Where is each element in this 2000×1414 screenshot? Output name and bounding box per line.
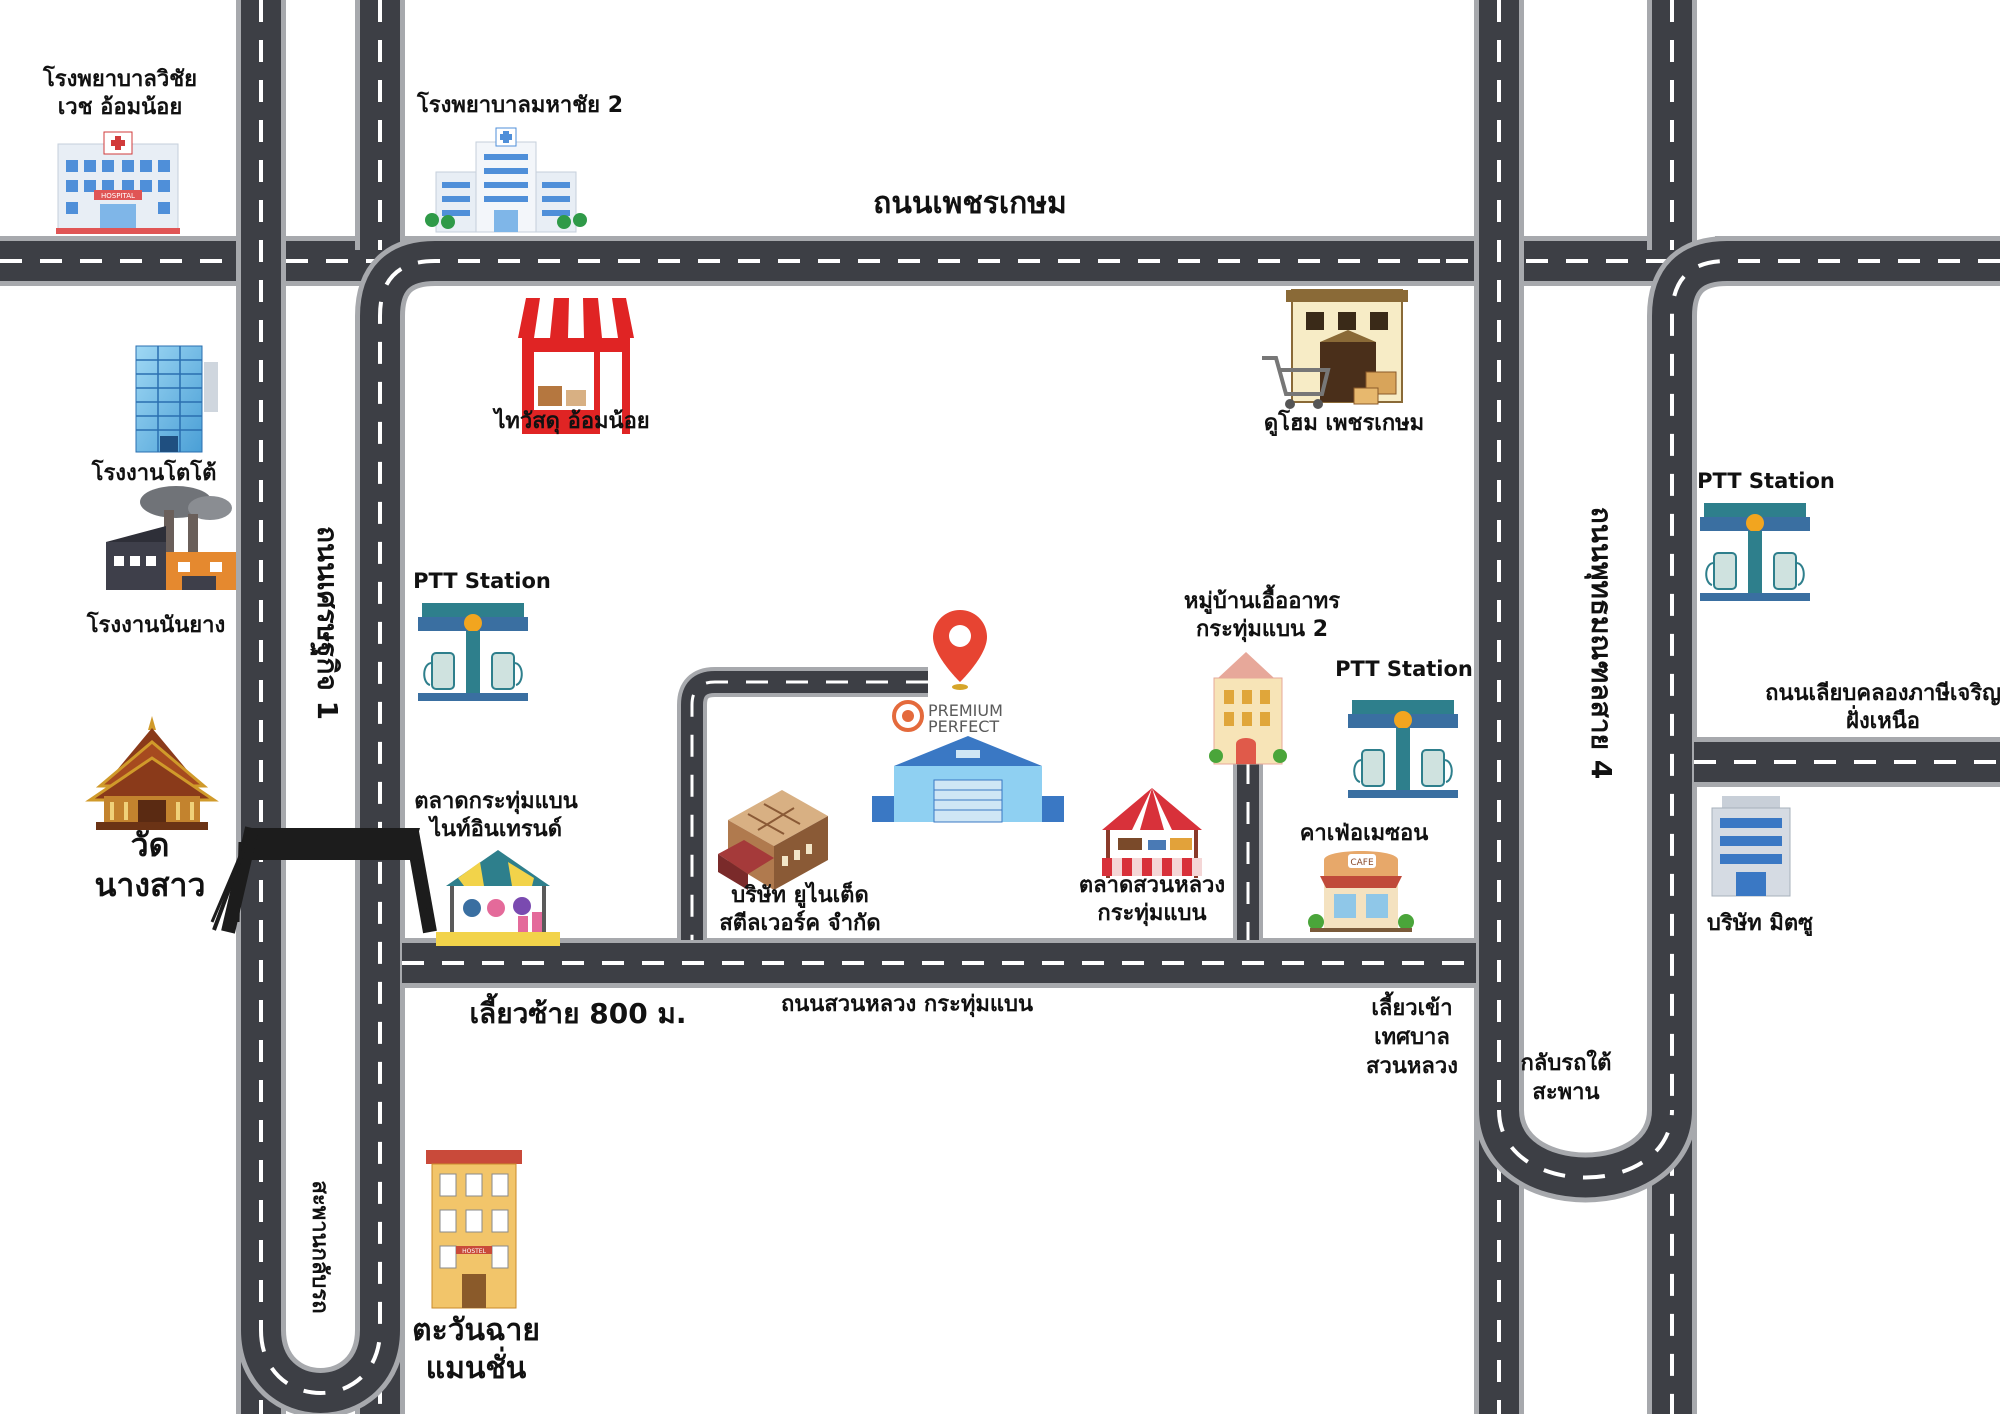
text-line: PREMIUM (928, 701, 1003, 720)
text-line: กระทุ่มแบน (1097, 901, 1206, 927)
company-building-icon (718, 790, 828, 890)
text-line: ฝั่งเหนือ (1846, 704, 1920, 734)
text-line: กระทุ่มแบน 2 (1196, 617, 1328, 643)
office-building-icon (1711, 796, 1791, 897)
label-thaiwatsadu: ไทวัสดุ อ้อมน้อย (492, 407, 649, 435)
office-building-icon (135, 345, 218, 453)
road-label-liap-khlong: ถนนเลียบคลองภาษีเจริญฝั่งเหนือ (1765, 681, 2000, 734)
road-label-phetkasem: ถนนเพชรเกษม (873, 186, 1067, 221)
text-line: เวช อ้อมน้อย (58, 95, 183, 120)
label-hospital-vichaivej: โรงพยาบาลวิชัยเวช อ้อมน้อย (42, 65, 197, 120)
label-united-steelworks: บริษัท ยูไนเต็ดสตีลเวอร์ค จำกัด (719, 880, 880, 936)
text-line: โรงงานโตโต้ (91, 459, 217, 486)
temple-icon (85, 716, 219, 830)
road-label-phutthamonthon-4: ถนนพุทธมณฑลสาย 4 (1584, 507, 1618, 780)
text-line: PERFECT (928, 717, 999, 736)
road-u-turn-south (241, 1328, 400, 1413)
text-line: ไทวัสดุ อ้อมน้อย (492, 407, 649, 435)
text-line: โรงงานนันยาง (86, 611, 226, 638)
road-access-premium-lane-marking (690, 680, 928, 940)
road-label-liap-khlong-text: ถนนเลียบคลองภาษีเจริญฝั่งเหนือ (1765, 681, 2000, 734)
apartment-icon (1209, 652, 1287, 765)
text-line: ไนท์อินเทรนด์ (428, 815, 562, 842)
text-line: แมนชั่น (426, 1346, 527, 1386)
label-ptt-1: PTT Station (413, 569, 551, 593)
text-line: ตลาดกระทุ่มแบน (414, 789, 578, 815)
label-tawanchai: ตะวันฉายแมนชั่น (412, 1313, 540, 1386)
cafe-icon: CAFE (1308, 851, 1414, 932)
destination-pin-icon (933, 610, 987, 690)
hostel-icon: HOSTEL (426, 1150, 522, 1309)
label-wat-nangsao: วัดนางสาว (95, 826, 206, 904)
road-label-setthakit-1: ถนนเศรษฐกิจ 1 (309, 526, 344, 720)
direction-turn-left: เลี้ยวซ้าย 800 ม. (469, 992, 686, 1030)
label-hospital-mahachai: โรงพยาบาลมหาชัย 2 (416, 91, 623, 118)
label-market-krathum: ตลาดกระทุ่มแบนไนท์อินเทรนด์ (414, 789, 578, 842)
hospital-icon: HOSPITAL (56, 131, 180, 234)
road-u-turn-east-lane-marking (1497, 1109, 1674, 1180)
text-line: PTT Station (413, 569, 551, 593)
road-label-u-turn-bridge: สะพานกลับรถ (307, 1180, 332, 1313)
label-dohome: ดูโฮม เพชรเกษม (1264, 409, 1424, 437)
gas-station-icon (1348, 700, 1458, 798)
label-village: หมู่บ้านเอื้ออาทรกระทุ่มแบน 2 (1184, 584, 1340, 643)
label-toto-factory: โรงงานโตโต้ (91, 459, 217, 486)
text-line: โรงพยาบาลมหาชัย 2 (416, 91, 623, 118)
store-icon (518, 298, 634, 434)
warehouse-store-icon (1262, 289, 1408, 409)
label-mitsu: บริษัท มิตซู (1707, 911, 1813, 937)
warehouse-icon (872, 736, 1064, 823)
text-line: ถนนเลียบคลองภาษีเจริญ (1765, 681, 2000, 706)
hospital-icon (425, 127, 587, 233)
road-label-suan-luang: ถนนสวนหลวง กระทุ่มแบน (781, 992, 1033, 1018)
text-line: ตะวันฉาย (412, 1313, 540, 1348)
direction-u-turn: กลับรถใต้สะพาน (1521, 1049, 1612, 1105)
label-cafe: คาเฟ่อเมซอน (1300, 821, 1429, 846)
text-line: วัด (131, 826, 170, 864)
text-line: PTT Station (1697, 469, 1835, 493)
label-ptt-2: PTT Station (1335, 657, 1473, 681)
gas-station-icon (1700, 503, 1810, 601)
hostel-sign: HOSTEL (462, 1248, 486, 1255)
label-rubber-factory: โรงงานนันยาง (86, 611, 226, 638)
label-market-suanluang: ตลาดสวนหลวงกระทุ่มแบน (1079, 873, 1225, 927)
text-line: สะพาน (1532, 1080, 1599, 1105)
text-line: คาเฟ่อเมซอน (1300, 821, 1429, 846)
hospital-sign: HOSPITAL (101, 192, 135, 200)
text-line: เลี้ยวเข้า (1371, 991, 1452, 1021)
text-line: กลับรถใต้ (1521, 1049, 1612, 1076)
text-line: โรงพยาบาลวิชัย (42, 65, 197, 92)
text-line: เทศบาล (1374, 1025, 1450, 1050)
text-line: ดูโฮม เพชรเกษม (1264, 409, 1424, 437)
pedestrian-bridge-icon (210, 826, 437, 934)
text-line: บริษัท ยูไนเต็ด (731, 880, 869, 909)
road-setthakit-1-lane-marking (378, 259, 1440, 1414)
cafe-sign: CAFE (1350, 858, 1374, 868)
label-ptt-3: PTT Station (1697, 469, 1835, 493)
tent-market-icon (1102, 788, 1202, 878)
text-line: นางสาว (95, 866, 206, 904)
text-line: PTT Station (1335, 657, 1473, 681)
road-east-curve (1652, 241, 2000, 1414)
text-line: สตีลเวอร์ค จำกัด (719, 910, 880, 936)
factory-icon (106, 486, 236, 590)
gas-station-icon (418, 603, 528, 701)
text-line: บริษัท มิตซู (1707, 911, 1813, 937)
text-line: หมู่บ้านเอื้ออาทร (1184, 584, 1340, 615)
road-u-turn-south-lane-marking (259, 1329, 382, 1395)
text-line: สวนหลวง (1366, 1054, 1458, 1079)
direction-turn-into-municipality: เลี้ยวเข้าเทศบาลสวนหลวง (1366, 991, 1458, 1079)
text-line: ตลาดสวนหลวง (1079, 873, 1225, 898)
market-stall-icon (436, 850, 560, 946)
